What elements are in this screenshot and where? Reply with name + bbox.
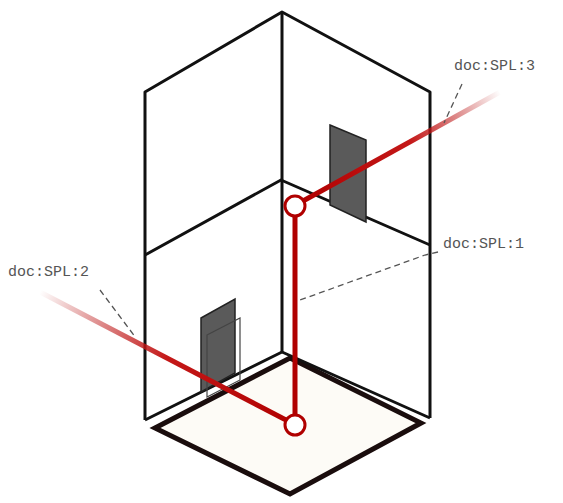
callout-label: doc:SPL:3 — [452, 58, 537, 76]
callout-label: doc:SPL:2 — [6, 264, 91, 282]
pipe-joint — [285, 415, 305, 435]
walls — [145, 12, 430, 420]
pipe-joint — [285, 196, 305, 216]
pipe — [293, 216, 298, 415]
pipe — [303, 92, 500, 201]
leader-lines — [100, 84, 462, 338]
floor-slab — [155, 358, 421, 494]
pipe — [40, 292, 286, 420]
callout-label: doc:SPL:1 — [441, 236, 526, 254]
